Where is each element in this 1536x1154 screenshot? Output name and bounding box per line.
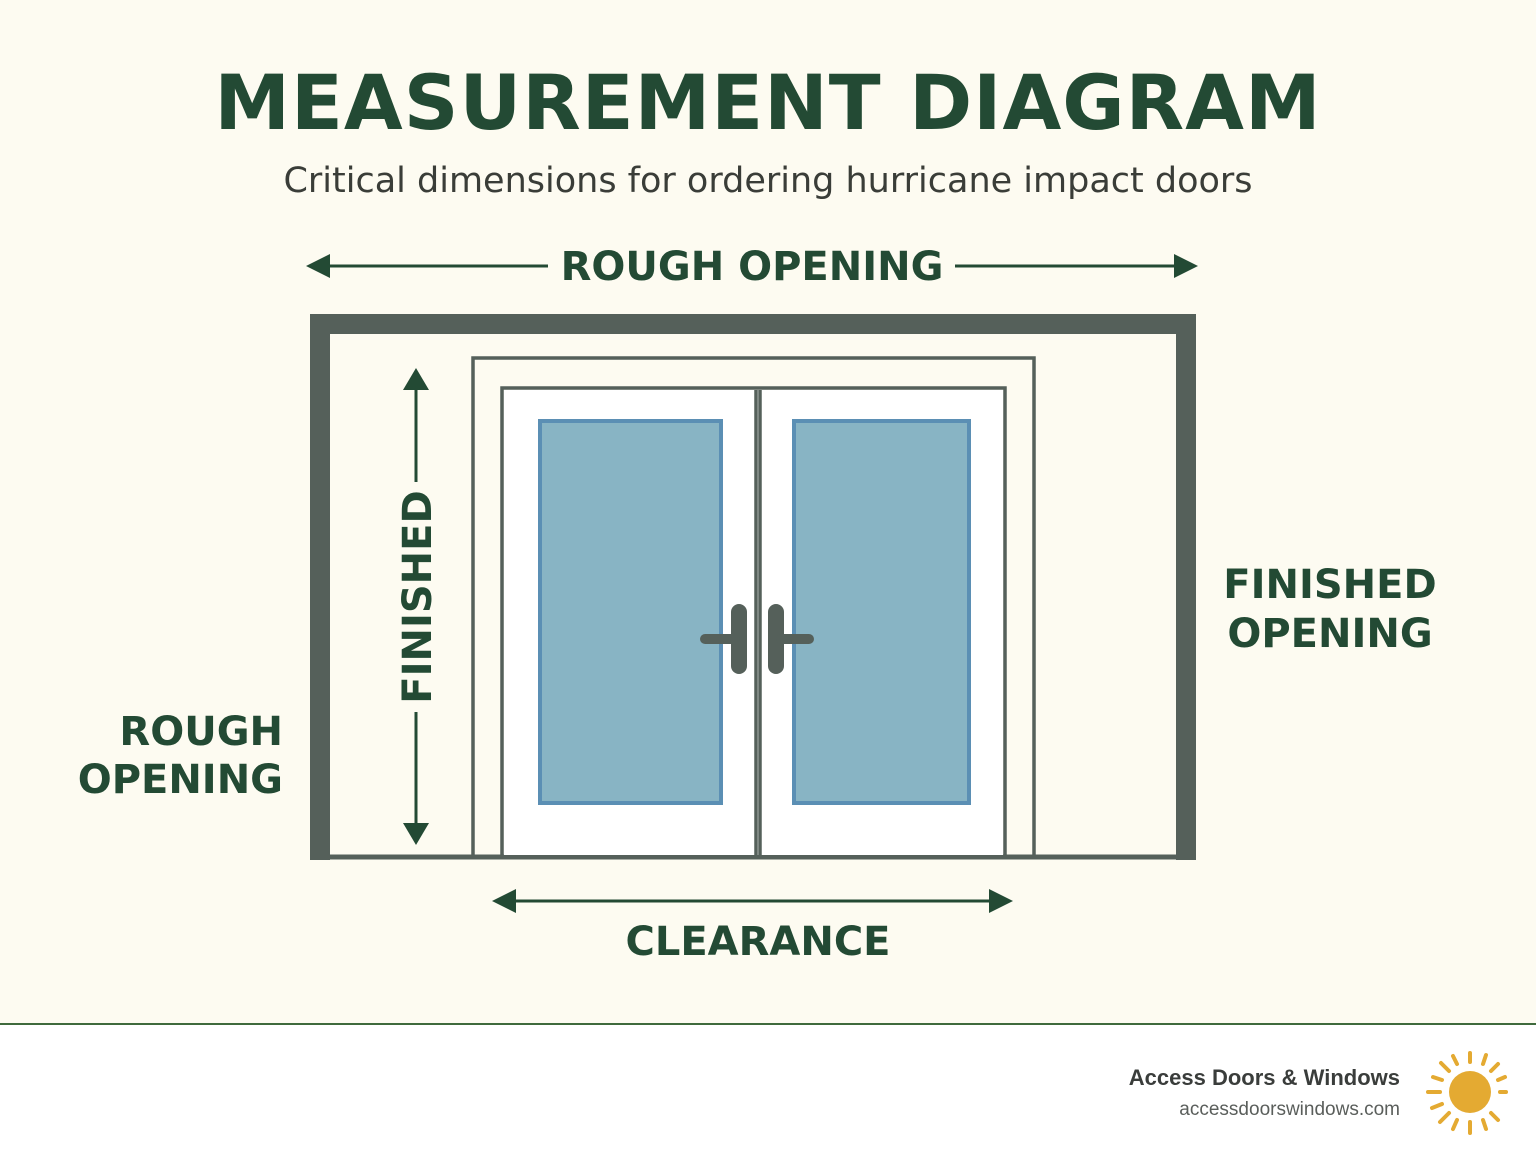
footer xyxy=(0,1025,1536,1154)
finished-arrowhead-top xyxy=(403,368,429,390)
rough-opening-top-arrowhead-left xyxy=(306,254,330,278)
casing-outline xyxy=(471,356,1036,856)
clearance-arrowhead-left xyxy=(492,889,516,913)
finished-vertical-label: FINISHED xyxy=(395,490,441,703)
finished-opening-label-line2: OPENING xyxy=(1227,611,1432,657)
brand-name: Access Doors & Windows xyxy=(1128,1065,1400,1090)
rough-opening-left-line1: ROUGH xyxy=(119,709,283,755)
right-door-handle xyxy=(768,604,814,674)
right-door-glass xyxy=(792,419,971,805)
left-door-handle xyxy=(700,604,747,674)
rough-opening-left-label: ROUGH OPENING xyxy=(78,709,283,803)
rough-opening-top-label: ROUGH OPENING xyxy=(561,244,944,290)
left-door-glass xyxy=(538,419,723,805)
door-frame-outline xyxy=(500,386,1007,856)
double-door xyxy=(538,390,971,856)
rough-opening-top-dimension: ROUGH OPENING xyxy=(306,244,1198,290)
rough-opening-top-arrowhead-right xyxy=(1174,254,1198,278)
rough-opening-left-line2: OPENING xyxy=(78,757,283,803)
sun-icon xyxy=(1426,1051,1508,1135)
clearance-label: CLEARANCE xyxy=(625,919,890,965)
finished-arrowhead-bottom xyxy=(403,823,429,845)
measurement-diagram: ROUGH OPENING xyxy=(78,244,1437,965)
brand-url[interactable]: accessdoorswindows.com xyxy=(1179,1099,1400,1120)
page-subtitle: Critical dimensions for ordering hurrica… xyxy=(283,161,1253,201)
page-title: MEASUREMENT DIAGRAM xyxy=(214,58,1322,147)
clearance-dimension: CLEARANCE xyxy=(492,889,1013,965)
finished-opening-label-line1: FINISHED xyxy=(1223,562,1436,608)
clearance-arrowhead-right xyxy=(989,889,1013,913)
finished-opening-label: FINISHED OPENING xyxy=(1223,562,1436,657)
footer-divider xyxy=(0,1023,1536,1026)
finished-vertical-dimension: FINISHED xyxy=(395,368,441,845)
